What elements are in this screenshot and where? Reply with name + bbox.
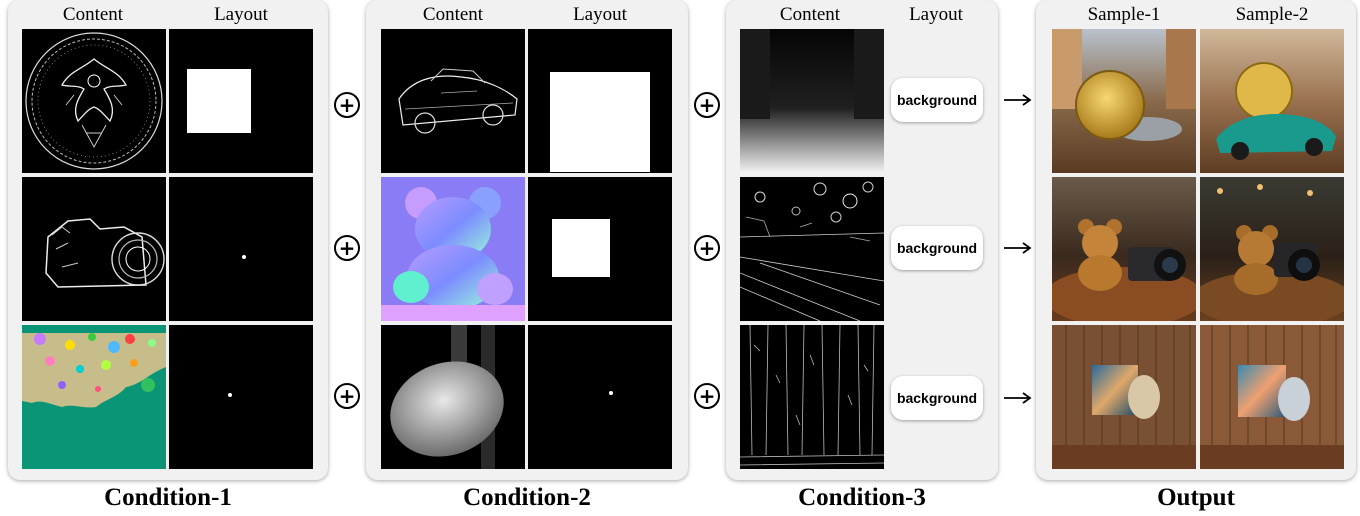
condition-3-content-header: Content (779, 4, 841, 25)
box-layout-image (169, 29, 313, 173)
wood-wall-edge-map-image (740, 325, 884, 469)
right-arrow-icon (1004, 392, 1032, 404)
right-arrow-icon (1004, 242, 1032, 254)
point-layout-image (169, 177, 313, 321)
car-sketch-image (381, 29, 525, 173)
condition-3-caption: Condition-3 (798, 484, 926, 511)
condition-2-layout-header: Layout (573, 4, 627, 25)
background-layout-label: background (891, 226, 983, 270)
box-layout-image (528, 177, 672, 321)
box-layout-image (528, 29, 672, 173)
plus-icon: + (334, 383, 360, 409)
plus-icon: + (694, 235, 720, 261)
camera-edge-map-image (22, 177, 166, 321)
point-layout-image (169, 325, 313, 469)
point-layout-image (528, 325, 672, 469)
table-edge-map-image (740, 177, 884, 321)
output-sample-1-coin-street-image (1052, 29, 1196, 173)
plus-icon: + (334, 92, 360, 118)
output-sample-2-header: Sample-2 (1235, 4, 1309, 25)
output-sample-2-wood-wall-painting-image (1200, 325, 1344, 469)
palette-depth-map-image (381, 325, 525, 469)
plus-icon: + (694, 383, 720, 409)
right-arrow-icon (1004, 94, 1032, 106)
condition-1-caption: Condition-1 (104, 484, 232, 511)
background-layout-label: background (891, 78, 983, 122)
condition-2-caption: Condition-2 (463, 484, 591, 511)
output-caption: Output (1157, 484, 1235, 511)
output-sample-2-coin-street-image (1200, 29, 1344, 173)
coin-edge-map-image (22, 29, 166, 173)
output-sample-1-wood-wall-painting-image (1052, 325, 1196, 469)
condition-2-content-header: Content (422, 4, 484, 25)
segmentation-map-image (22, 325, 166, 469)
condition-1-content-header: Content (62, 4, 124, 25)
condition-3-layout-header: Layout (909, 4, 963, 25)
plus-icon: + (694, 92, 720, 118)
condition-1-layout-header: Layout (214, 4, 268, 25)
teddy-bear-normal-map-image (381, 177, 525, 321)
output-sample-2-teddy-camera-image (1200, 177, 1344, 321)
background-layout-label: background (891, 376, 983, 420)
output-sample-1-header: Sample-1 (1087, 4, 1161, 25)
plus-icon: + (334, 235, 360, 261)
output-sample-1-teddy-camera-image (1052, 177, 1196, 321)
street-depth-map-image (740, 29, 884, 173)
